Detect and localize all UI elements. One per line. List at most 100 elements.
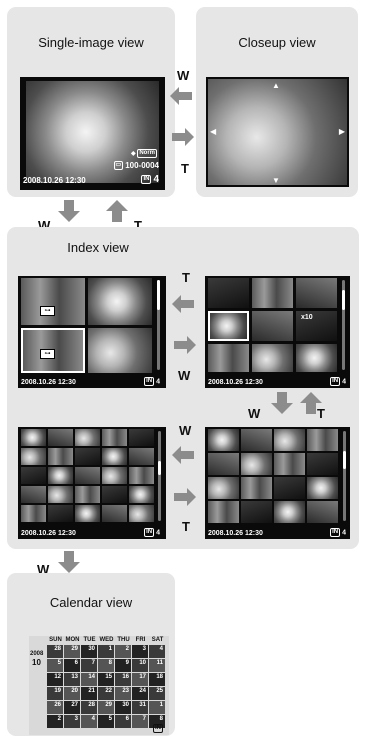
calendar-day[interactable]: 2 [47,715,63,728]
calendar-day[interactable]: 11 [149,659,165,672]
right-triangle-icon: ▶ [338,127,345,136]
image-count: 4 [153,174,159,185]
right-arrow-icon [172,128,194,146]
calendar-day[interactable]: 28 [47,645,63,658]
calendar-day[interactable]: 5 [98,715,114,728]
calendar-day[interactable]: 12 [47,673,63,686]
calendar-day[interactable]: 3 [132,645,148,658]
up-triangle-icon: ▲ [272,81,280,90]
in-badge: IN [141,175,152,185]
thumb-9 [296,344,337,372]
t-label-2: T [134,218,142,233]
closeup-title: Closeup view [238,35,316,50]
weekday-header: THU [117,637,130,643]
calendar-day[interactable]: 5 [47,659,63,672]
weekday-header: MON [65,637,80,643]
w-label-5: W [179,423,192,438]
single-image-panel: Single-image view ◆ Norm ▭100-0004 2008.… [7,7,175,197]
thumb [307,429,338,451]
index-title: Index view [67,240,129,255]
t-label-4: T [317,406,325,421]
thumb-2 [252,278,293,308]
calendar-day[interactable]: 17 [132,673,148,686]
calendar-day[interactable]: 6 [115,715,131,728]
calendar-day[interactable]: 25 [149,687,165,700]
calendar-day[interactable]: 23 [115,687,131,700]
scrollbar [157,280,160,370]
thumb [102,448,127,465]
calendar-day[interactable]: 22 [98,687,114,700]
calendar-day[interactable]: 28 [81,701,97,714]
in-badge: IN [144,377,155,386]
weekday-header: SUN [49,637,62,643]
t-label-3: T [182,270,190,285]
calendar-day[interactable]: 24 [132,687,148,700]
calendar-day[interactable]: 31 [132,701,148,714]
norm-badge: ◆ Norm [131,149,159,158]
image-count: 4 [342,529,346,537]
calendar-day[interactable]: 26 [47,701,63,714]
down-triangle-icon: ▼ [272,176,280,185]
calendar-day[interactable]: 1 [149,701,165,714]
calendar-day[interactable]: 30 [115,701,131,714]
in-badge: IN [330,528,341,537]
down-arrow-icon [271,392,293,414]
thumb [129,505,154,522]
calendar-day[interactable]: 4 [81,715,97,728]
thumb-1 [21,278,85,325]
calendar-day[interactable]: 29 [98,701,114,714]
lock-icon: ⊶ [40,306,55,316]
thumb [208,453,239,475]
calendar-day[interactable]: 9 [115,659,131,672]
thumb [75,448,100,465]
calendar-day[interactable]: 3 [64,715,80,728]
calendar-day[interactable]: 4 [149,645,165,658]
thumb [307,501,338,523]
protect-count-text: x10 [301,314,313,321]
calendar-day[interactable]: 30 [81,645,97,658]
thumb [241,429,272,451]
calendar-day[interactable]: 29 [64,645,80,658]
calendar-day[interactable]: 15 [98,673,114,686]
thumb [307,477,338,499]
calendar-day[interactable]: 14 [81,673,97,686]
calendar-day[interactable]: 21 [81,687,97,700]
calendar-day[interactable]: 19 [47,687,63,700]
quality-icon: ◆ [131,151,136,158]
calendar-day[interactable]: 27 [64,701,80,714]
norm-label: Norm [137,149,157,158]
month-label: 10 [32,658,41,667]
thumb [75,505,100,522]
left-arrow-icon [170,87,192,105]
scrollbar [158,431,161,521]
memory-indicator: IN [153,724,165,733]
calendar-day[interactable]: 7 [132,715,148,728]
in-badge: IN [144,528,155,537]
right-arrow-icon [174,488,196,506]
thumb [75,467,100,484]
calendar-day[interactable]: 16 [115,673,131,686]
thumb [274,453,305,475]
image-count: 4 [156,378,160,386]
weekday-header: FRI [135,637,146,643]
calendar-day[interactable]: 2 [115,645,131,658]
t-label-top: T [181,161,189,176]
calendar-day[interactable]: 13 [64,673,80,686]
calendar-day[interactable]: 10 [132,659,148,672]
calendar-day[interactable]: 1 [98,645,114,658]
datetime: 2008.10.26 12:30 [208,530,263,537]
calendar-day[interactable]: 6 [64,659,80,672]
calendar-day[interactable]: 7 [81,659,97,672]
calendar-day[interactable]: 20 [64,687,80,700]
single-image-title: Single-image view [38,35,144,50]
thumb [129,448,154,465]
right-arrow-icon [174,336,196,354]
up-arrow-icon [300,392,322,414]
calendar-day[interactable]: 18 [149,673,165,686]
calendar-day[interactable]: 8 [98,659,114,672]
t-label-5: T [182,519,190,534]
